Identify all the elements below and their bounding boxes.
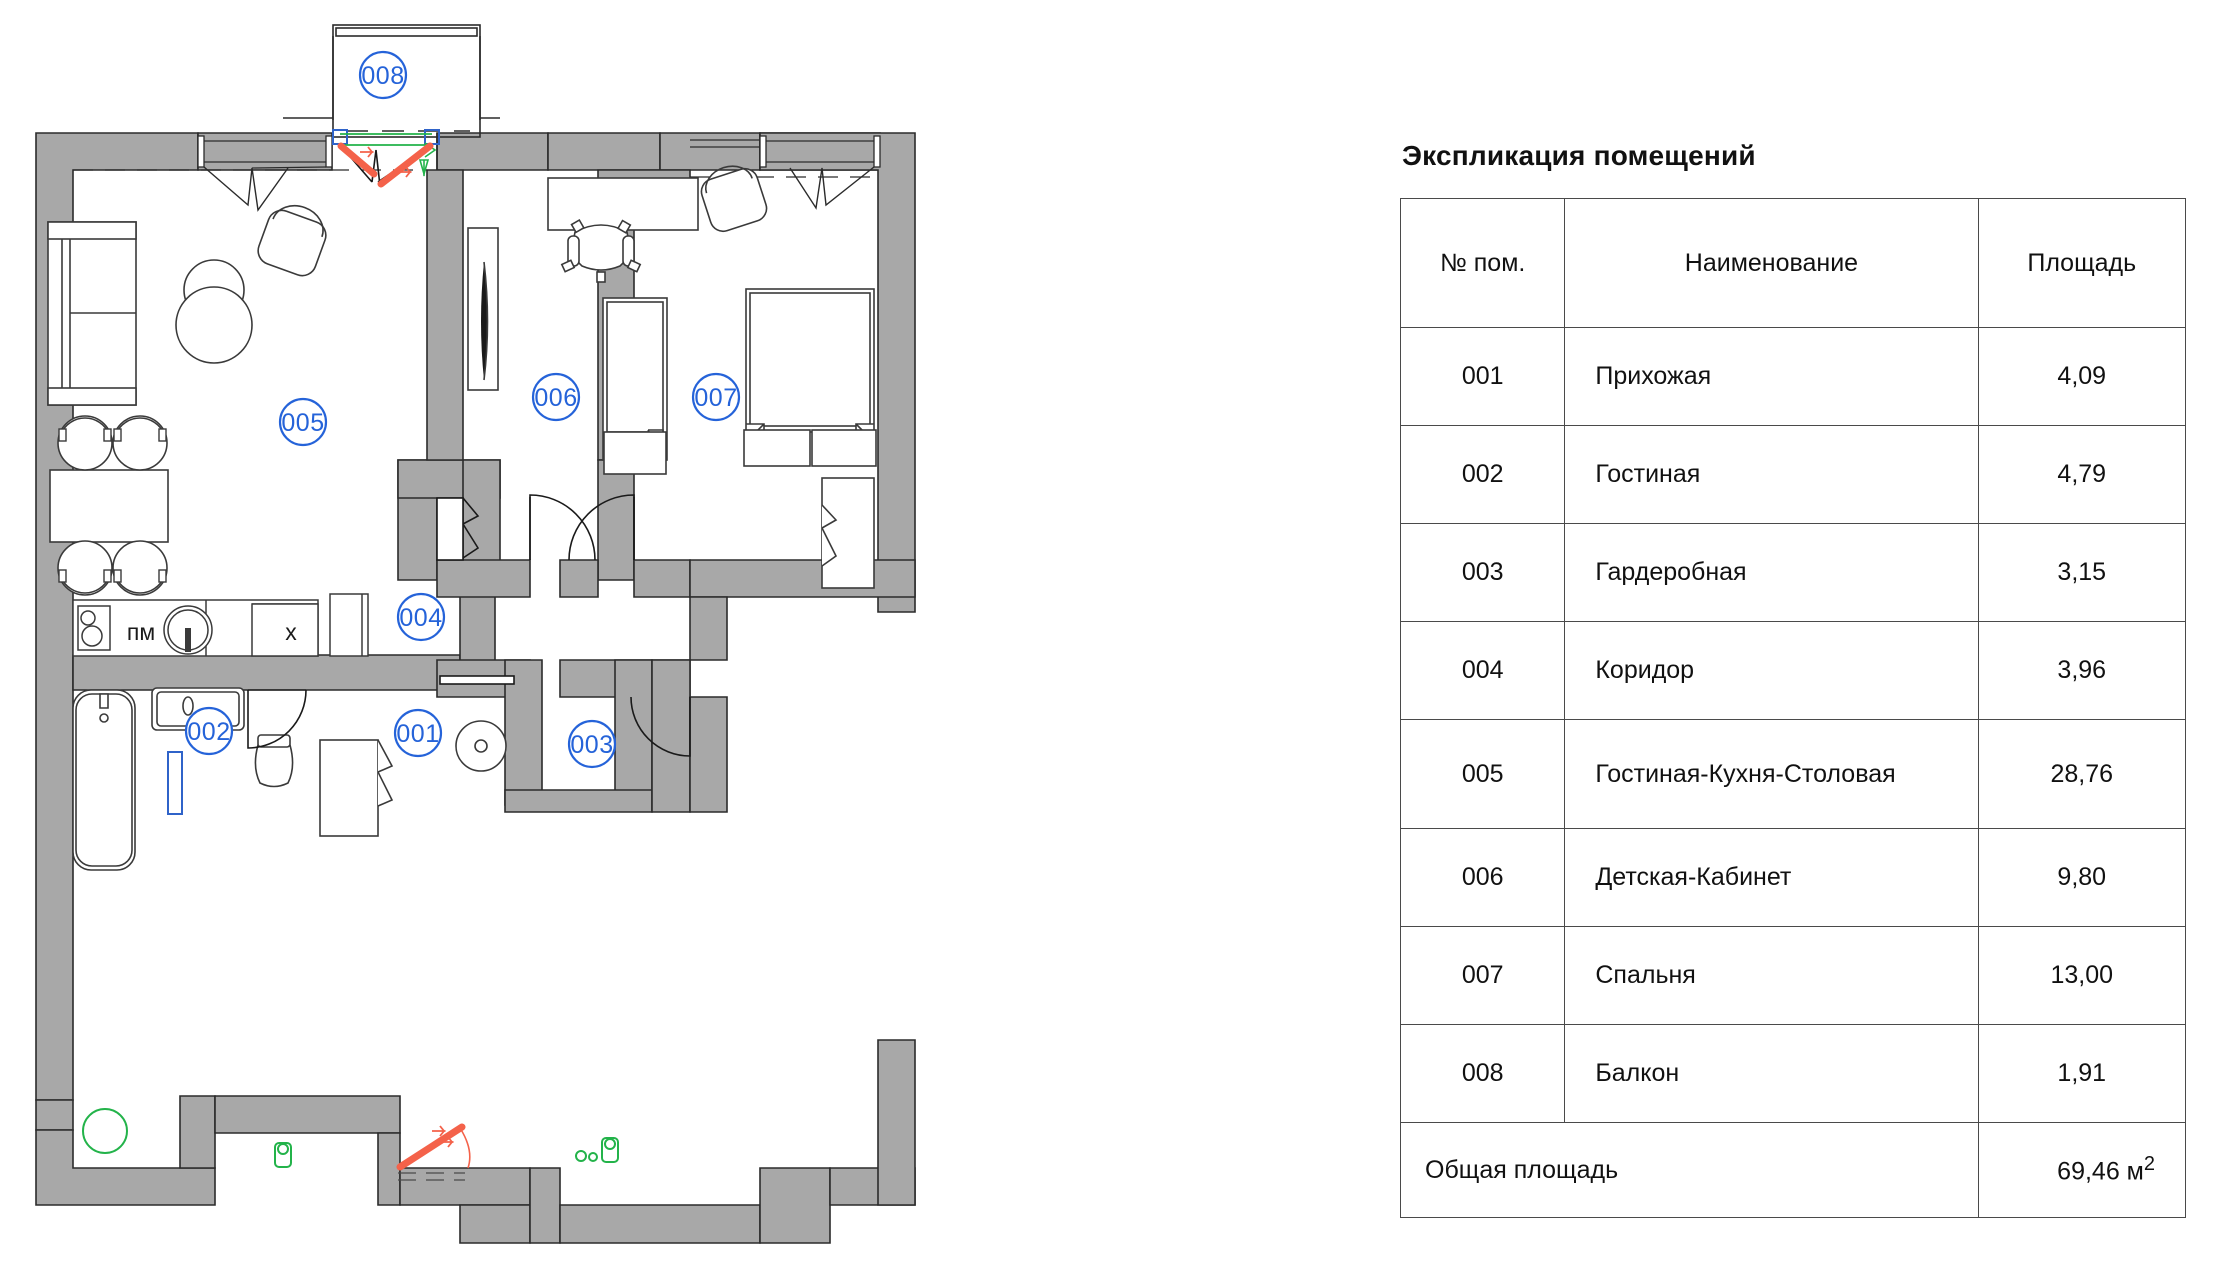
room-marker-004: 004	[396, 592, 446, 642]
header-area: Площадь	[1977, 198, 2187, 328]
room-area-cell: 3,96	[1977, 621, 2187, 720]
room-name-cell: Прихожая	[1564, 327, 1979, 426]
corridor-doors	[247, 494, 691, 757]
square-unit-superscript: 2	[2143, 1153, 2155, 1176]
room-marker-circle	[531, 372, 581, 422]
appliance-label: пм	[127, 619, 155, 645]
furniture-001	[319, 720, 507, 837]
room-marker-circle	[358, 50, 408, 100]
room-name-cell: Гостиная	[1564, 425, 1979, 524]
room-marker-circle	[691, 372, 741, 422]
windows	[197, 135, 881, 212]
furniture-006	[467, 177, 699, 475]
room-marker-label: 002	[187, 718, 230, 746]
room-marker-005: 005	[278, 397, 328, 447]
radiator-002	[167, 751, 183, 815]
balcony-008	[283, 24, 500, 138]
table-header-row: № пом. Наименование Площадь	[1399, 198, 2187, 328]
appliance-label: х	[285, 619, 297, 645]
room-name-cell: Коридор	[1564, 621, 1979, 720]
balcony-door-annotation	[332, 129, 440, 188]
room-marker-circle	[393, 708, 443, 758]
room-marker-label: 005	[281, 409, 324, 437]
room-marker-003: 003	[567, 719, 617, 769]
room-marker-label: 006	[534, 384, 577, 412]
room-name-cell: Спальня	[1564, 926, 1979, 1025]
room-marker-label: 008	[361, 62, 404, 90]
green-riser-symbol	[82, 1108, 128, 1154]
room-number-cell: 001	[1399, 327, 1566, 426]
room-name-cell: Гардеробная	[1564, 523, 1979, 622]
room-marker-label: 007	[694, 384, 737, 412]
room-markers: 008 005 006 007 004 002 001 003	[184, 50, 741, 769]
header-number: № пом.	[1399, 198, 1566, 328]
room-number-cell: 008	[1399, 1024, 1566, 1123]
furniture-007	[700, 165, 877, 589]
room-area-cell: 3,15	[1977, 523, 2187, 622]
room-marker-007: 007	[691, 372, 741, 422]
room-marker-circle	[184, 706, 234, 756]
room-marker-006: 006	[531, 372, 581, 422]
room-marker-label: 004	[399, 604, 442, 632]
room-marker-001: 001	[393, 708, 443, 758]
header-name: Наименование	[1564, 198, 1979, 328]
room-marker-002: 002	[184, 706, 234, 756]
room-area-cell: 4,09	[1977, 327, 2187, 426]
room-marker-label: 001	[396, 720, 439, 748]
room-number-cell: 007	[1399, 926, 1566, 1025]
total-area-value: 69,46 м2	[1977, 1122, 2187, 1218]
room-number-cell: 005	[1399, 719, 1566, 829]
furniture-005	[47, 204, 327, 596]
page-title: Экспликация помещений	[1402, 140, 1756, 171]
room-area-cell: 13,00	[1977, 926, 2187, 1025]
room-number-cell: 004	[1399, 621, 1566, 720]
room-marker-label: 003	[570, 731, 613, 759]
wc-fixtures-green	[274, 1137, 619, 1168]
room-name-cell: Гостиная-Кухня-​Столовая	[1564, 719, 1979, 829]
floor-plan-drawing: 008 005 006 007 004 002 001 003 пм х	[35, 24, 916, 1244]
room-area-cell: 1,91	[1977, 1024, 2187, 1123]
room-area-cell: 28,76	[1977, 719, 2187, 829]
kitchen-counter	[72, 593, 369, 657]
room-number-cell: 002	[1399, 425, 1566, 524]
entry-door-annotation	[396, 1123, 471, 1181]
room-area-cell: 9,80	[1977, 828, 2187, 927]
room-area-cell: 4,79	[1977, 425, 2187, 524]
room-name-cell: Балкон	[1564, 1024, 1979, 1123]
appliance-labels: пм х	[127, 619, 297, 645]
room-marker-circle	[278, 397, 328, 447]
walls	[35, 132, 916, 1244]
room-marker-circle	[567, 719, 617, 769]
room-name-cell: Детская-Кабинет	[1564, 828, 1979, 927]
room-number-cell: 006	[1399, 828, 1566, 927]
room-marker-circle	[396, 592, 446, 642]
explication-panel: Экспликация помещений № пом. Наименовани…	[1399, 140, 2200, 1218]
room-marker-008: 008	[358, 50, 408, 100]
total-area-label: Общая площадь	[1400, 1122, 1979, 1218]
room-number-cell: 003	[1399, 523, 1566, 622]
